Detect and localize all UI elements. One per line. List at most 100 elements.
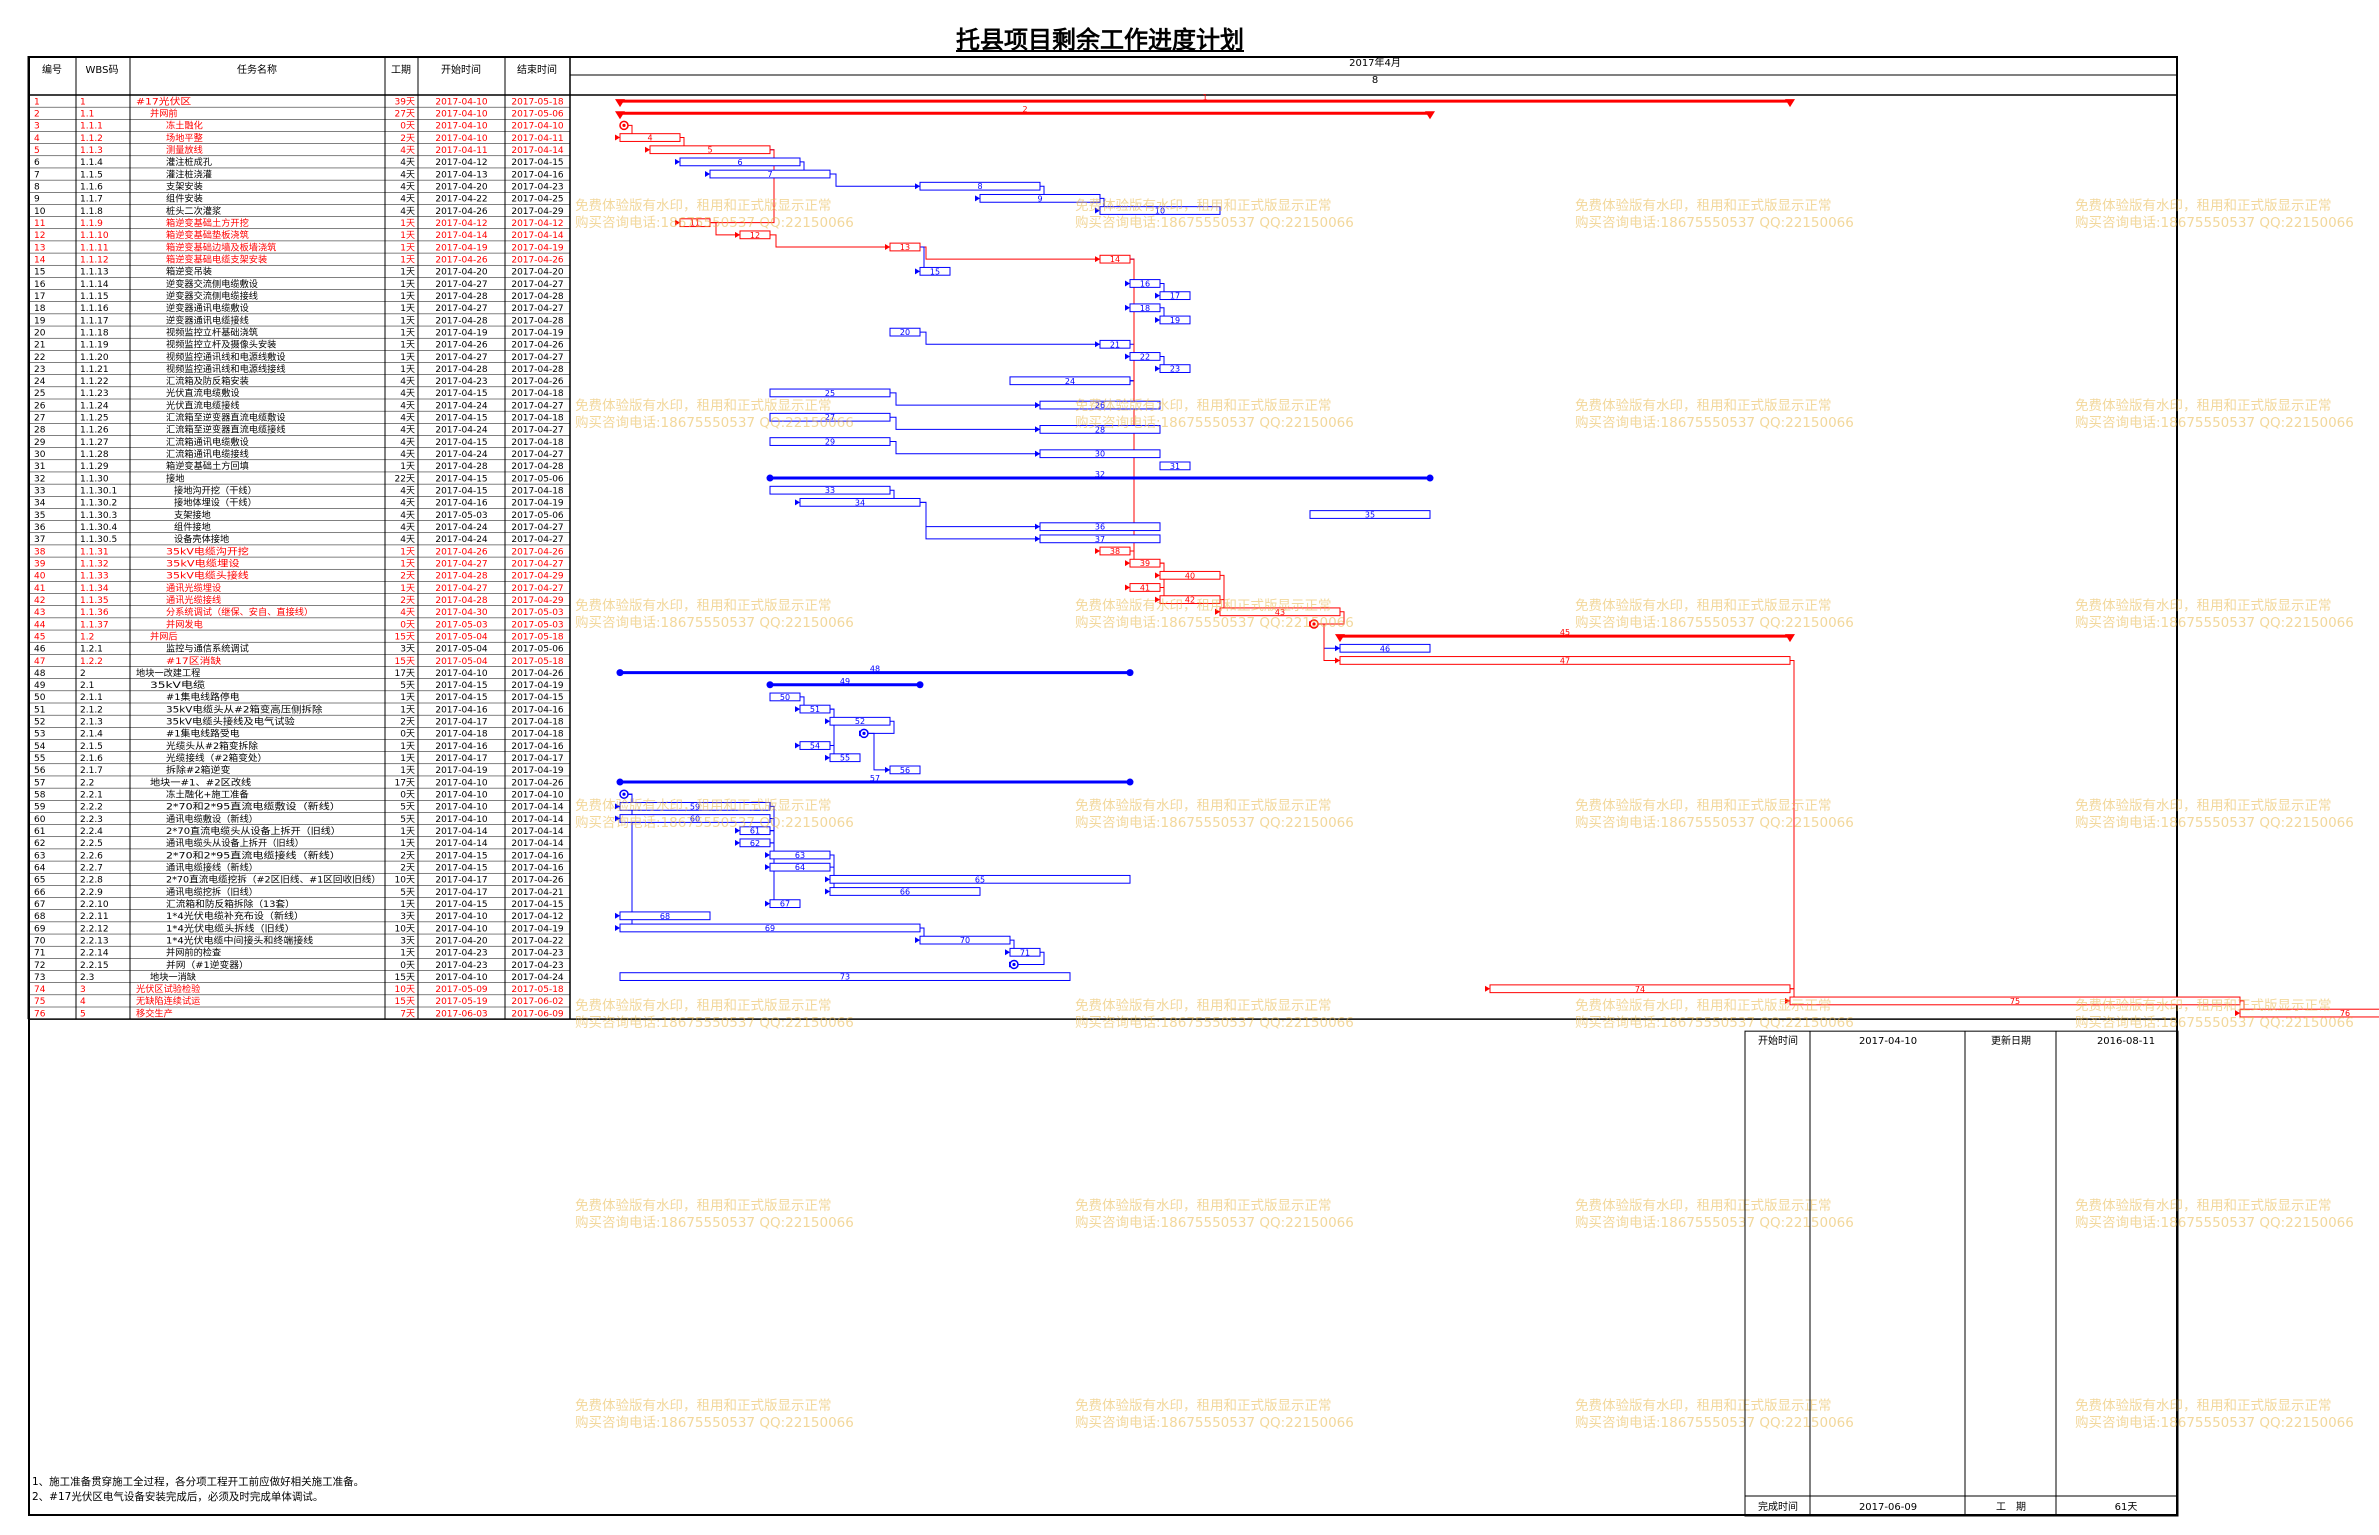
watermark-line-1: 免费体验版有水印，租用和正式版显示正常	[1575, 998, 1832, 1014]
task-name: 通讯电缆头从设备上拆开（旧线）	[166, 837, 304, 849]
dependency-link	[710, 222, 740, 236]
task-start: 2017-04-14	[435, 827, 488, 837]
task-start: 2017-04-24	[435, 401, 488, 411]
task-duration: 0天	[400, 791, 415, 801]
task-duration: 27天	[395, 110, 415, 120]
dependency-arrow	[825, 754, 830, 761]
task-name: 2*70直流电缆头从设备上拆开（旧线）	[166, 825, 341, 837]
bar-label: 15	[930, 267, 940, 276]
task-bar	[1129, 352, 1161, 361]
task-wbs: 1.2.2	[80, 657, 103, 667]
footer-box: 开始时间 2017-04-10 更新日期 2016-08-11 完成时间 201…	[1744, 1030, 2179, 1517]
task-name: 1*4光伏电缆补充布设（新线）	[166, 910, 304, 922]
task-id: 63	[34, 851, 45, 861]
task-start: 2017-04-26	[435, 255, 488, 265]
task-wbs: 2.1.3	[80, 718, 103, 728]
task-bar	[1039, 449, 1161, 459]
task-duration: 4天	[400, 535, 415, 545]
footer-end-value: 2017-06-09	[1859, 1502, 1917, 1513]
task-wbs: 2.2.8	[80, 876, 103, 886]
dependency-arrow	[915, 268, 920, 275]
task-wbs: 5	[80, 1009, 86, 1019]
dependency-arrow	[645, 146, 650, 153]
watermark-line-1: 免费体验版有水印，租用和正式版显示正常	[2075, 998, 2332, 1014]
watermark-line-2: 购买咨询电话:18675550537 QQ:22150066	[2075, 1015, 2354, 1031]
task-duration: 1天	[400, 584, 415, 594]
dependency-arrow	[1155, 365, 1160, 372]
watermark-line-2: 购买咨询电话:18675550537 QQ:22150066	[1075, 1015, 1354, 1031]
task-end: 2017-04-28	[511, 316, 564, 326]
task-id: 11	[34, 219, 45, 229]
bar-label: 18	[1140, 304, 1150, 313]
task-wbs: 1.1.30.1	[80, 487, 117, 497]
task-wbs: 3	[80, 985, 86, 995]
task-wbs: 2.2.14	[80, 949, 109, 959]
task-start: 2017-04-17	[435, 718, 487, 728]
task-start: 2017-04-17	[435, 754, 487, 764]
task-end: 2017-04-19	[511, 499, 564, 509]
bar-label: 38	[1110, 547, 1120, 556]
task-start: 2017-04-15	[435, 693, 487, 703]
task-duration: 1天	[400, 280, 415, 290]
milestone-marker-dot	[622, 792, 626, 796]
task-id: 54	[34, 742, 46, 752]
task-duration: 1天	[400, 693, 415, 703]
task-start: 2017-04-16	[435, 705, 488, 715]
watermark-line-2: 购买咨询电话:18675550537 QQ:22150066	[1575, 615, 1854, 631]
task-name: 并网（#1逆变器）	[166, 959, 249, 971]
task-id: 41	[34, 584, 45, 594]
task-wbs: 1.1.25	[80, 414, 109, 424]
task-end: 2017-04-21	[511, 888, 563, 898]
task-start: 2017-04-13	[435, 170, 487, 180]
task-id: 70	[34, 936, 46, 946]
task-id: 52	[34, 718, 45, 728]
dependency-link	[890, 441, 1040, 455]
task-name: 视频监控立杆基础浇筑	[166, 326, 258, 338]
task-start: 2017-05-19	[435, 997, 488, 1007]
bar-label: 56	[900, 766, 910, 775]
bar-label: 60	[690, 815, 700, 824]
task-wbs: 1.1.23	[80, 389, 109, 399]
task-start: 2017-04-16	[435, 742, 488, 752]
task-duration: 2天	[400, 572, 415, 582]
task-bar	[709, 169, 831, 179]
dependency-arrow	[1035, 523, 1040, 530]
task-bar	[1219, 607, 1341, 617]
task-wbs: 1.1.22	[80, 377, 109, 387]
task-id: 29	[34, 438, 46, 448]
task-start: 2017-04-11	[435, 146, 487, 156]
footer-end-label: 完成时间	[1758, 1500, 1798, 1513]
bar-label: 8	[977, 182, 982, 191]
footer-duration-value: 61天	[2115, 1502, 2138, 1513]
task-bar	[679, 157, 801, 167]
task-end: 2017-04-18	[511, 730, 564, 740]
task-end: 2017-04-28	[511, 365, 564, 375]
summary-end-marker	[1126, 669, 1134, 677]
task-bar	[2239, 1008, 2379, 1018]
task-bar	[739, 230, 771, 240]
dependency-arrow	[735, 231, 740, 238]
task-bar	[919, 935, 1011, 945]
task-end: 2017-04-26	[511, 876, 564, 886]
dependency-arrow	[1095, 548, 1100, 554]
task-wbs: 1.1.24	[80, 401, 109, 411]
task-wbs: 1.1.1	[80, 122, 103, 132]
task-start: 2017-04-28	[435, 572, 488, 582]
dependency-arrow	[615, 815, 620, 822]
footer-start-label: 开始时间	[1758, 1034, 1798, 1047]
task-bar	[619, 911, 711, 921]
bar-label: 27	[825, 413, 835, 422]
watermark-line-2: 购买咨询电话:18675550537 QQ:22150066	[1575, 1415, 1854, 1431]
watermark-line-2: 购买咨询电话:18675550537 QQ:22150066	[1575, 415, 1854, 431]
task-bar	[799, 704, 831, 714]
task-bar	[1099, 339, 1131, 349]
dependency-arrow	[1095, 207, 1100, 214]
task-wbs: 2.2.13	[80, 936, 109, 946]
task-bar	[1039, 522, 1161, 532]
task-id: 15	[34, 268, 45, 278]
header-start: 开始时间	[441, 63, 481, 76]
task-duration: 1天	[400, 705, 415, 715]
task-end: 2017-04-27	[511, 523, 563, 533]
task-id: 75	[34, 997, 45, 1007]
